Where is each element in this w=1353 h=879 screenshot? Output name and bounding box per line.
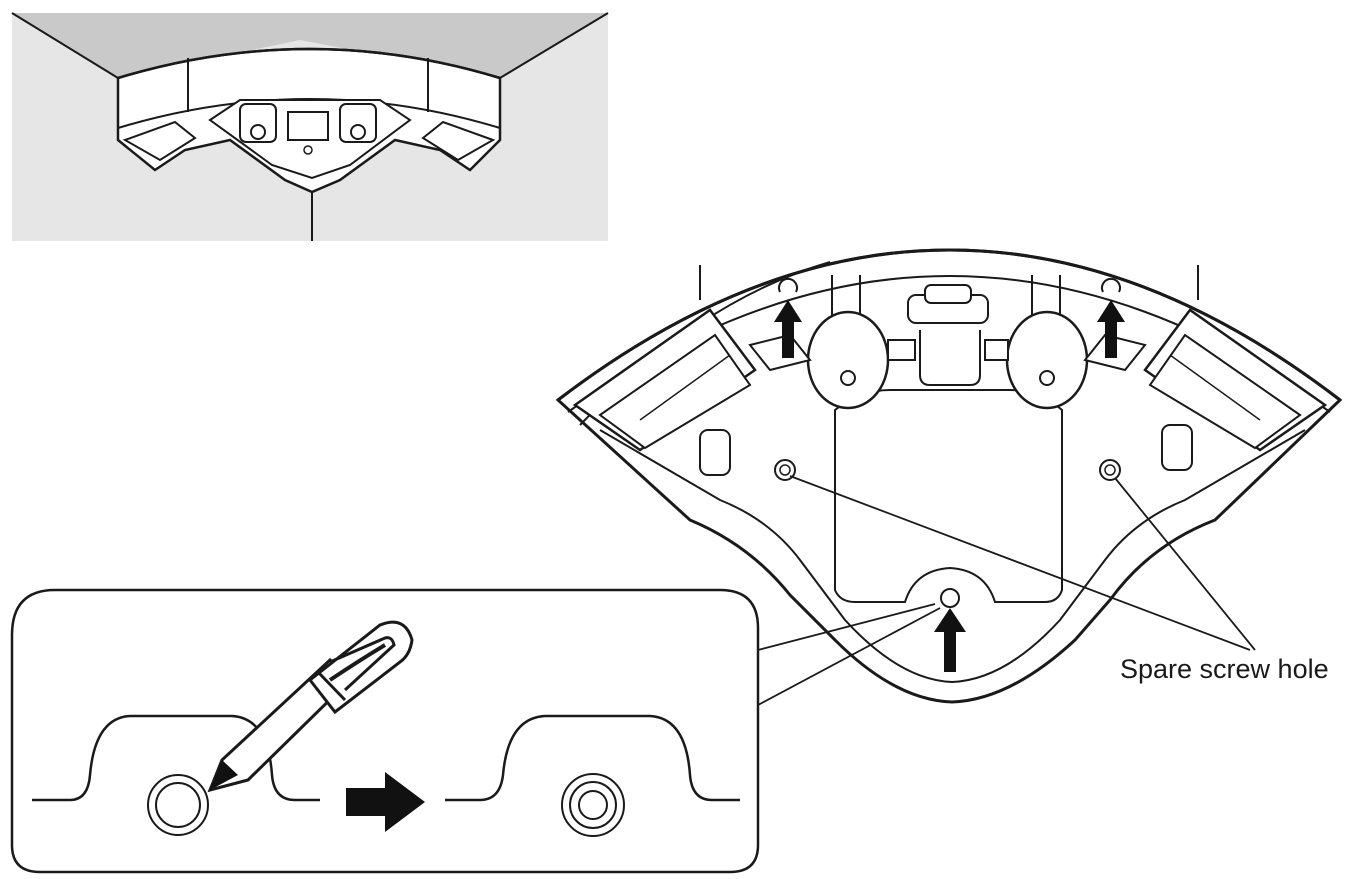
main-bracket — [555, 248, 1343, 704]
spare-screw-hole-label: Spare screw hole — [1120, 654, 1329, 684]
marking-detail-callout — [10, 588, 941, 874]
center-plate — [834, 389, 1063, 603]
right-wing-latch — [1143, 308, 1328, 471]
rotate-arrow-icon — [778, 277, 798, 293]
left-wing-latch — [572, 308, 757, 476]
right-arrow-icon — [346, 772, 425, 832]
up-arrow-icon — [934, 608, 966, 672]
inset-ceiling-shade — [12, 13, 608, 78]
pen-icon — [207, 620, 414, 793]
up-arrow-icon — [1097, 300, 1125, 358]
rotate-arrow-icon — [1101, 277, 1121, 293]
left-post — [748, 275, 916, 410]
bracket-inner-base — [599, 429, 1306, 684]
center-screw-hole — [940, 588, 960, 608]
up-arrow-icon — [774, 300, 802, 358]
profile-after — [445, 714, 740, 802]
corner-mount-inset — [11, 12, 609, 241]
leader-line-left — [789, 475, 1251, 651]
profile-before — [32, 714, 320, 802]
leader-line-right — [1114, 477, 1256, 651]
